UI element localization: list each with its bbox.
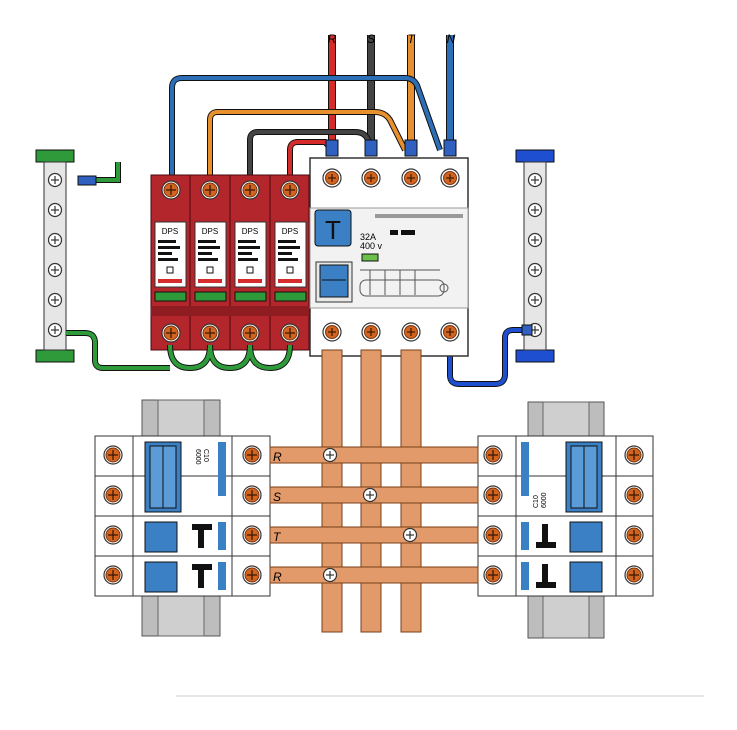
earth-bar (35, 149, 170, 371)
phase-label-n: N (447, 32, 456, 46)
spd-module-group: DPS DPS DPS DPS (150, 174, 310, 351)
right-breaker-bank: C10 6000 (477, 435, 654, 597)
rcd-voltage: 400 v (360, 241, 383, 251)
spd-label-3: DPS (242, 227, 258, 236)
spd-earth-loops (167, 344, 293, 372)
horizontal-busbars (269, 446, 479, 584)
left-breaker-bank: C10 6000 (94, 435, 271, 597)
rcd-rating: 32A (360, 232, 376, 242)
phase-labels-top: R S T N (328, 32, 456, 46)
row-label-2: S (273, 490, 281, 504)
spd-module-4: DPS (274, 221, 307, 302)
spd-module-3: DPS (234, 221, 267, 302)
right-breaker-model: C10 (533, 495, 540, 508)
left-breaker-model: C10 (202, 449, 209, 462)
phase-label-r: R (328, 32, 337, 46)
spd-feed-wires (169, 75, 443, 175)
row-label-3: T (273, 530, 282, 544)
neutral-bar (447, 149, 555, 387)
spd-module-1: DPS (154, 221, 187, 302)
row-label-4: R (273, 570, 282, 584)
row-label-1: R (273, 450, 282, 464)
spd-label-2: DPS (202, 227, 218, 236)
spd-module-2: DPS (194, 221, 227, 302)
busbar-row-labels: R S T R (273, 450, 282, 584)
right-breaker-capacity: 6000 (541, 492, 548, 508)
rcd-test-button: T (325, 215, 341, 245)
cable-ferrules (325, 139, 457, 157)
left-breaker-capacity: 6000 (194, 449, 201, 465)
phase-label-s: S (367, 32, 375, 46)
spd-label-4: DPS (282, 227, 298, 236)
supply-cables (328, 35, 454, 150)
phase-label-t: T (407, 32, 416, 46)
rcd-device: T 32A 400 v (309, 157, 469, 357)
spd-label-1: DPS (162, 227, 178, 236)
